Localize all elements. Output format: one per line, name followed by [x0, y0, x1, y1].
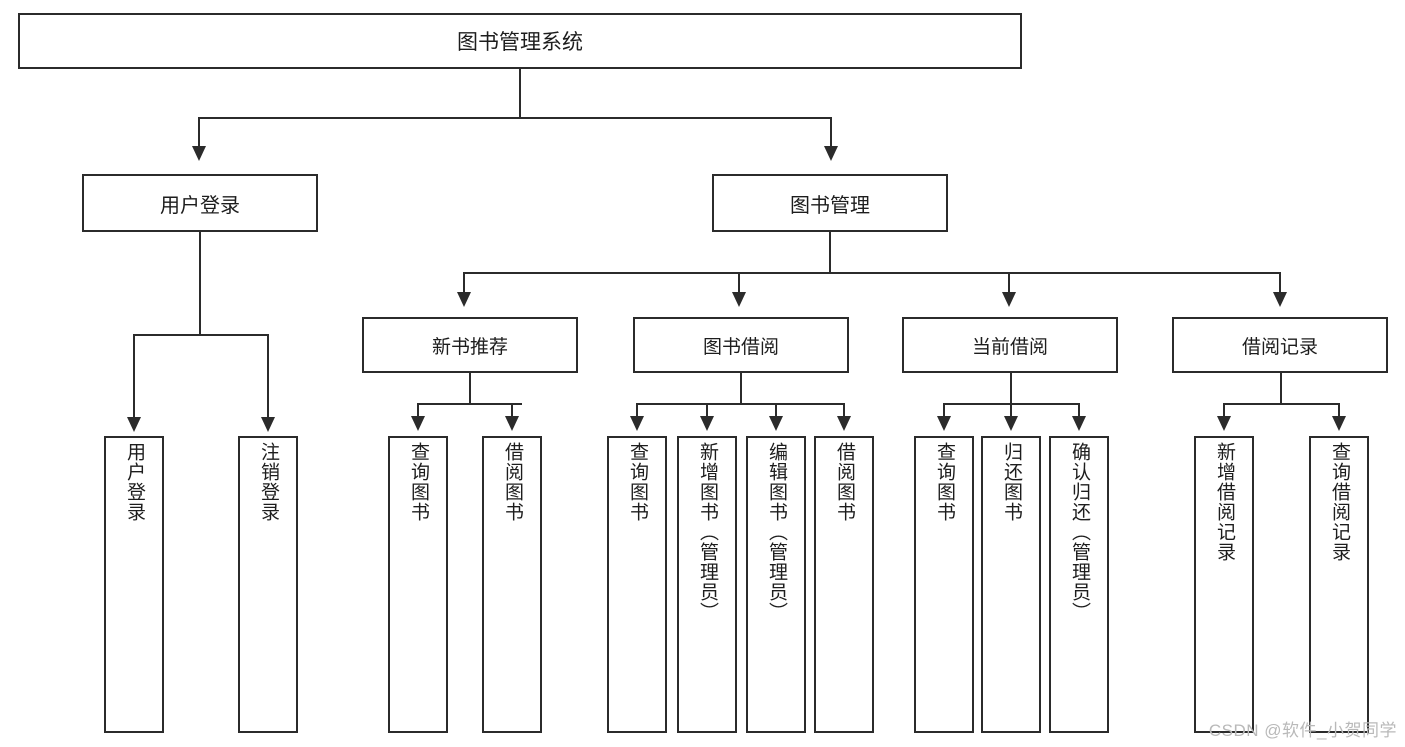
edge-root-stem: [519, 69, 521, 117]
edge-current-drop-1: [943, 403, 945, 419]
node-root-book-management-system[interactable]: 图书管理系统: [18, 13, 1022, 69]
leaf-borrow-add-book-admin[interactable]: 新增图书（管理员）: [677, 436, 737, 733]
node-label: 用户登录: [160, 194, 240, 217]
leaf-borrow-query-book[interactable]: 查询图书: [607, 436, 667, 733]
edge-root-bus: [198, 117, 832, 119]
edge-recommend-bus: [417, 403, 522, 405]
edge-borrow-drop-1: [636, 403, 638, 419]
edge-user-login-drop-2: [267, 334, 269, 420]
arrowhead-icon: [505, 416, 519, 431]
arrowhead-icon: [1273, 292, 1287, 307]
node-book-borrow[interactable]: 图书借阅: [633, 317, 849, 373]
arrowhead-icon: [411, 416, 425, 431]
leaf-recommend-borrow-book[interactable]: 借阅图书: [482, 436, 542, 733]
arrowhead-icon: [1002, 292, 1016, 307]
arrowhead-icon: [769, 416, 783, 431]
edge-borrow-stem: [740, 373, 742, 405]
node-label: 借阅图书: [833, 442, 855, 522]
node-book-management[interactable]: 图书管理: [712, 174, 948, 232]
edge-record-stem: [1280, 373, 1282, 405]
edge-record-bus: [1223, 403, 1339, 405]
arrowhead-icon: [457, 292, 471, 307]
edge-user-login-bus: [133, 334, 267, 336]
arrowhead-icon: [1332, 416, 1346, 431]
edge-current-stem: [1010, 373, 1012, 405]
node-label: 查询图书: [933, 442, 955, 522]
arrowhead-icon: [1004, 416, 1018, 431]
edge-record-drop-1: [1223, 403, 1225, 419]
node-label: 新书推荐: [431, 336, 508, 358]
arrowhead-icon: [192, 146, 206, 161]
edge-recommend-drop-2: [511, 403, 513, 419]
node-label: 图书管理系统: [457, 31, 583, 54]
leaf-user-login-login[interactable]: 用户登录: [104, 436, 164, 733]
node-label: 借阅图书: [501, 442, 523, 522]
edge-record-drop-2: [1338, 403, 1340, 419]
node-label: 归还图书: [1000, 442, 1022, 522]
node-current-borrow[interactable]: 当前借阅: [902, 317, 1118, 373]
arrowhead-icon: [261, 417, 275, 432]
leaf-current-query-book[interactable]: 查询图书: [914, 436, 974, 733]
edge-recommend-stem: [469, 373, 471, 405]
leaf-user-login-logout[interactable]: 注销登录: [238, 436, 298, 733]
edge-borrow-drop-4: [843, 403, 845, 419]
edge-borrow-bus: [636, 403, 844, 405]
arrowhead-icon: [1217, 416, 1231, 431]
node-label: 编辑图书（管理员）: [765, 442, 787, 622]
leaf-current-confirm-return-admin[interactable]: 确认归还（管理员）: [1049, 436, 1109, 733]
node-user-login[interactable]: 用户登录: [82, 174, 318, 232]
node-label: 图书管理: [790, 194, 870, 217]
edge-book-mgmt-bus: [463, 272, 1280, 274]
arrowhead-icon: [1072, 416, 1086, 431]
node-label: 图书借阅: [702, 336, 779, 358]
leaf-record-query-record[interactable]: 查询借阅记录: [1309, 436, 1369, 733]
node-label: 新增借阅记录: [1213, 442, 1235, 562]
node-label: 查询借阅记录: [1328, 442, 1350, 562]
arrowhead-icon: [630, 416, 644, 431]
edge-current-drop-3: [1078, 403, 1080, 419]
edge-user-login-stem: [199, 232, 201, 336]
edge-book-mgmt-drop-4: [1279, 272, 1281, 294]
arrowhead-icon: [824, 146, 838, 161]
edge-recommend-drop-1: [417, 403, 419, 419]
leaf-record-add-record[interactable]: 新增借阅记录: [1194, 436, 1254, 733]
edge-user-login-drop-1: [133, 334, 135, 420]
edge-root-drop-2: [830, 117, 832, 149]
leaf-recommend-query-book[interactable]: 查询图书: [388, 436, 448, 733]
node-label: 当前借阅: [971, 336, 1048, 358]
arrowhead-icon: [127, 417, 141, 432]
node-label: 查询图书: [407, 442, 429, 522]
leaf-current-return-book[interactable]: 归还图书: [981, 436, 1041, 733]
edge-borrow-drop-2: [706, 403, 708, 419]
node-label: 查询图书: [626, 442, 648, 522]
edge-book-mgmt-drop-3: [1008, 272, 1010, 294]
edge-root-drop-1: [198, 117, 200, 149]
arrowhead-icon: [837, 416, 851, 431]
node-label: 确认归还（管理员）: [1068, 442, 1090, 622]
edge-book-mgmt-drop-1: [463, 272, 465, 294]
node-new-book-recommend[interactable]: 新书推荐: [362, 317, 578, 373]
node-borrow-record[interactable]: 借阅记录: [1172, 317, 1388, 373]
node-label: 借阅记录: [1241, 336, 1318, 358]
node-label: 新增图书（管理员）: [696, 442, 718, 622]
edge-current-drop-2: [1010, 403, 1012, 419]
leaf-borrow-edit-book-admin[interactable]: 编辑图书（管理员）: [746, 436, 806, 733]
node-label: 注销登录: [257, 442, 279, 522]
arrowhead-icon: [700, 416, 714, 431]
node-label: 用户登录: [123, 442, 145, 522]
edge-borrow-drop-3: [775, 403, 777, 419]
arrowhead-icon: [937, 416, 951, 431]
arrowhead-icon: [732, 292, 746, 307]
edge-book-mgmt-drop-2: [738, 272, 740, 294]
edge-book-mgmt-stem: [829, 232, 831, 274]
leaf-borrow-borrow-book[interactable]: 借阅图书: [814, 436, 874, 733]
